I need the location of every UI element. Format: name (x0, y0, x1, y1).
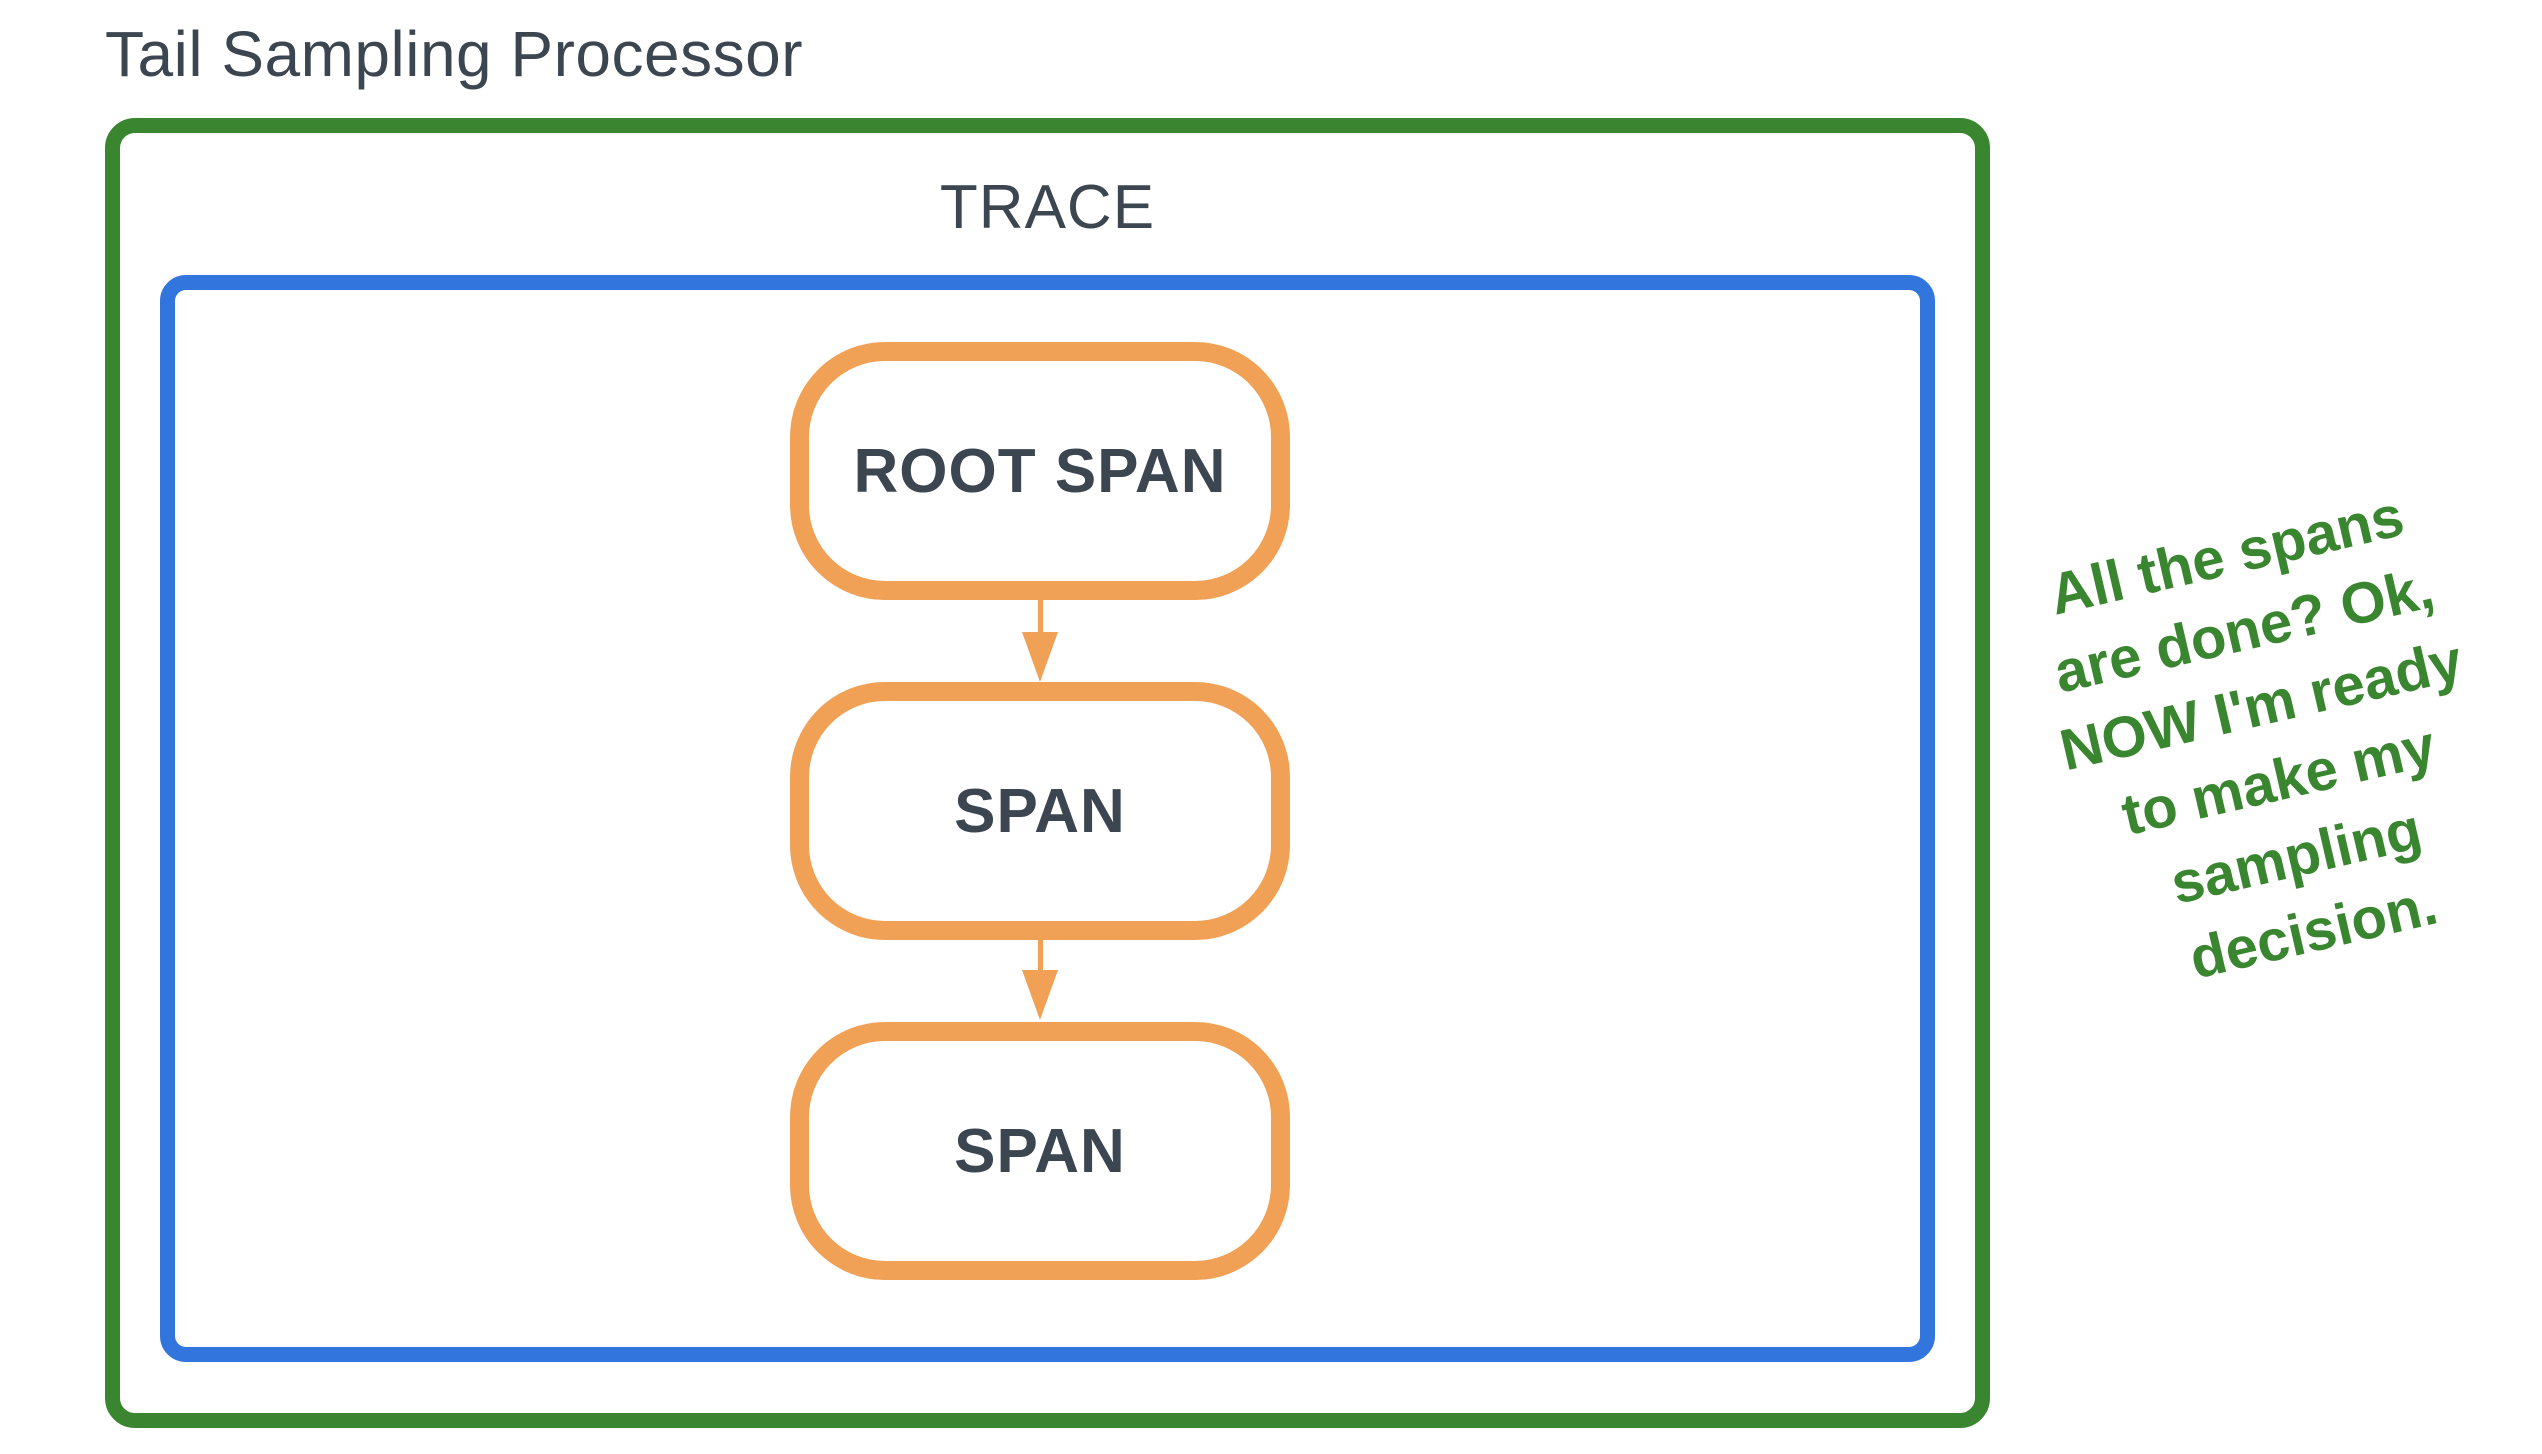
arrow-stem (1037, 938, 1043, 972)
arrow-head (1022, 632, 1058, 682)
root-span-label: ROOT SPAN (853, 436, 1227, 506)
diagram-title: Tail Sampling Processor (105, 18, 803, 90)
tail-sampling-processor-box (105, 118, 1990, 1428)
annotation-text: All the spans are done? Ok, NOW I'm read… (2043, 483, 2469, 992)
span-node-2: SPAN (790, 1022, 1290, 1280)
trace-box (160, 275, 1935, 1362)
span-label-2: SPAN (954, 1116, 1126, 1186)
arrow-head (1022, 970, 1058, 1020)
root-span-node: ROOT SPAN (790, 342, 1290, 600)
span-label-1: SPAN (954, 776, 1126, 846)
arrow-stem (1037, 600, 1043, 634)
trace-label: TRACE (939, 173, 1156, 242)
span-node-1: SPAN (790, 682, 1290, 940)
